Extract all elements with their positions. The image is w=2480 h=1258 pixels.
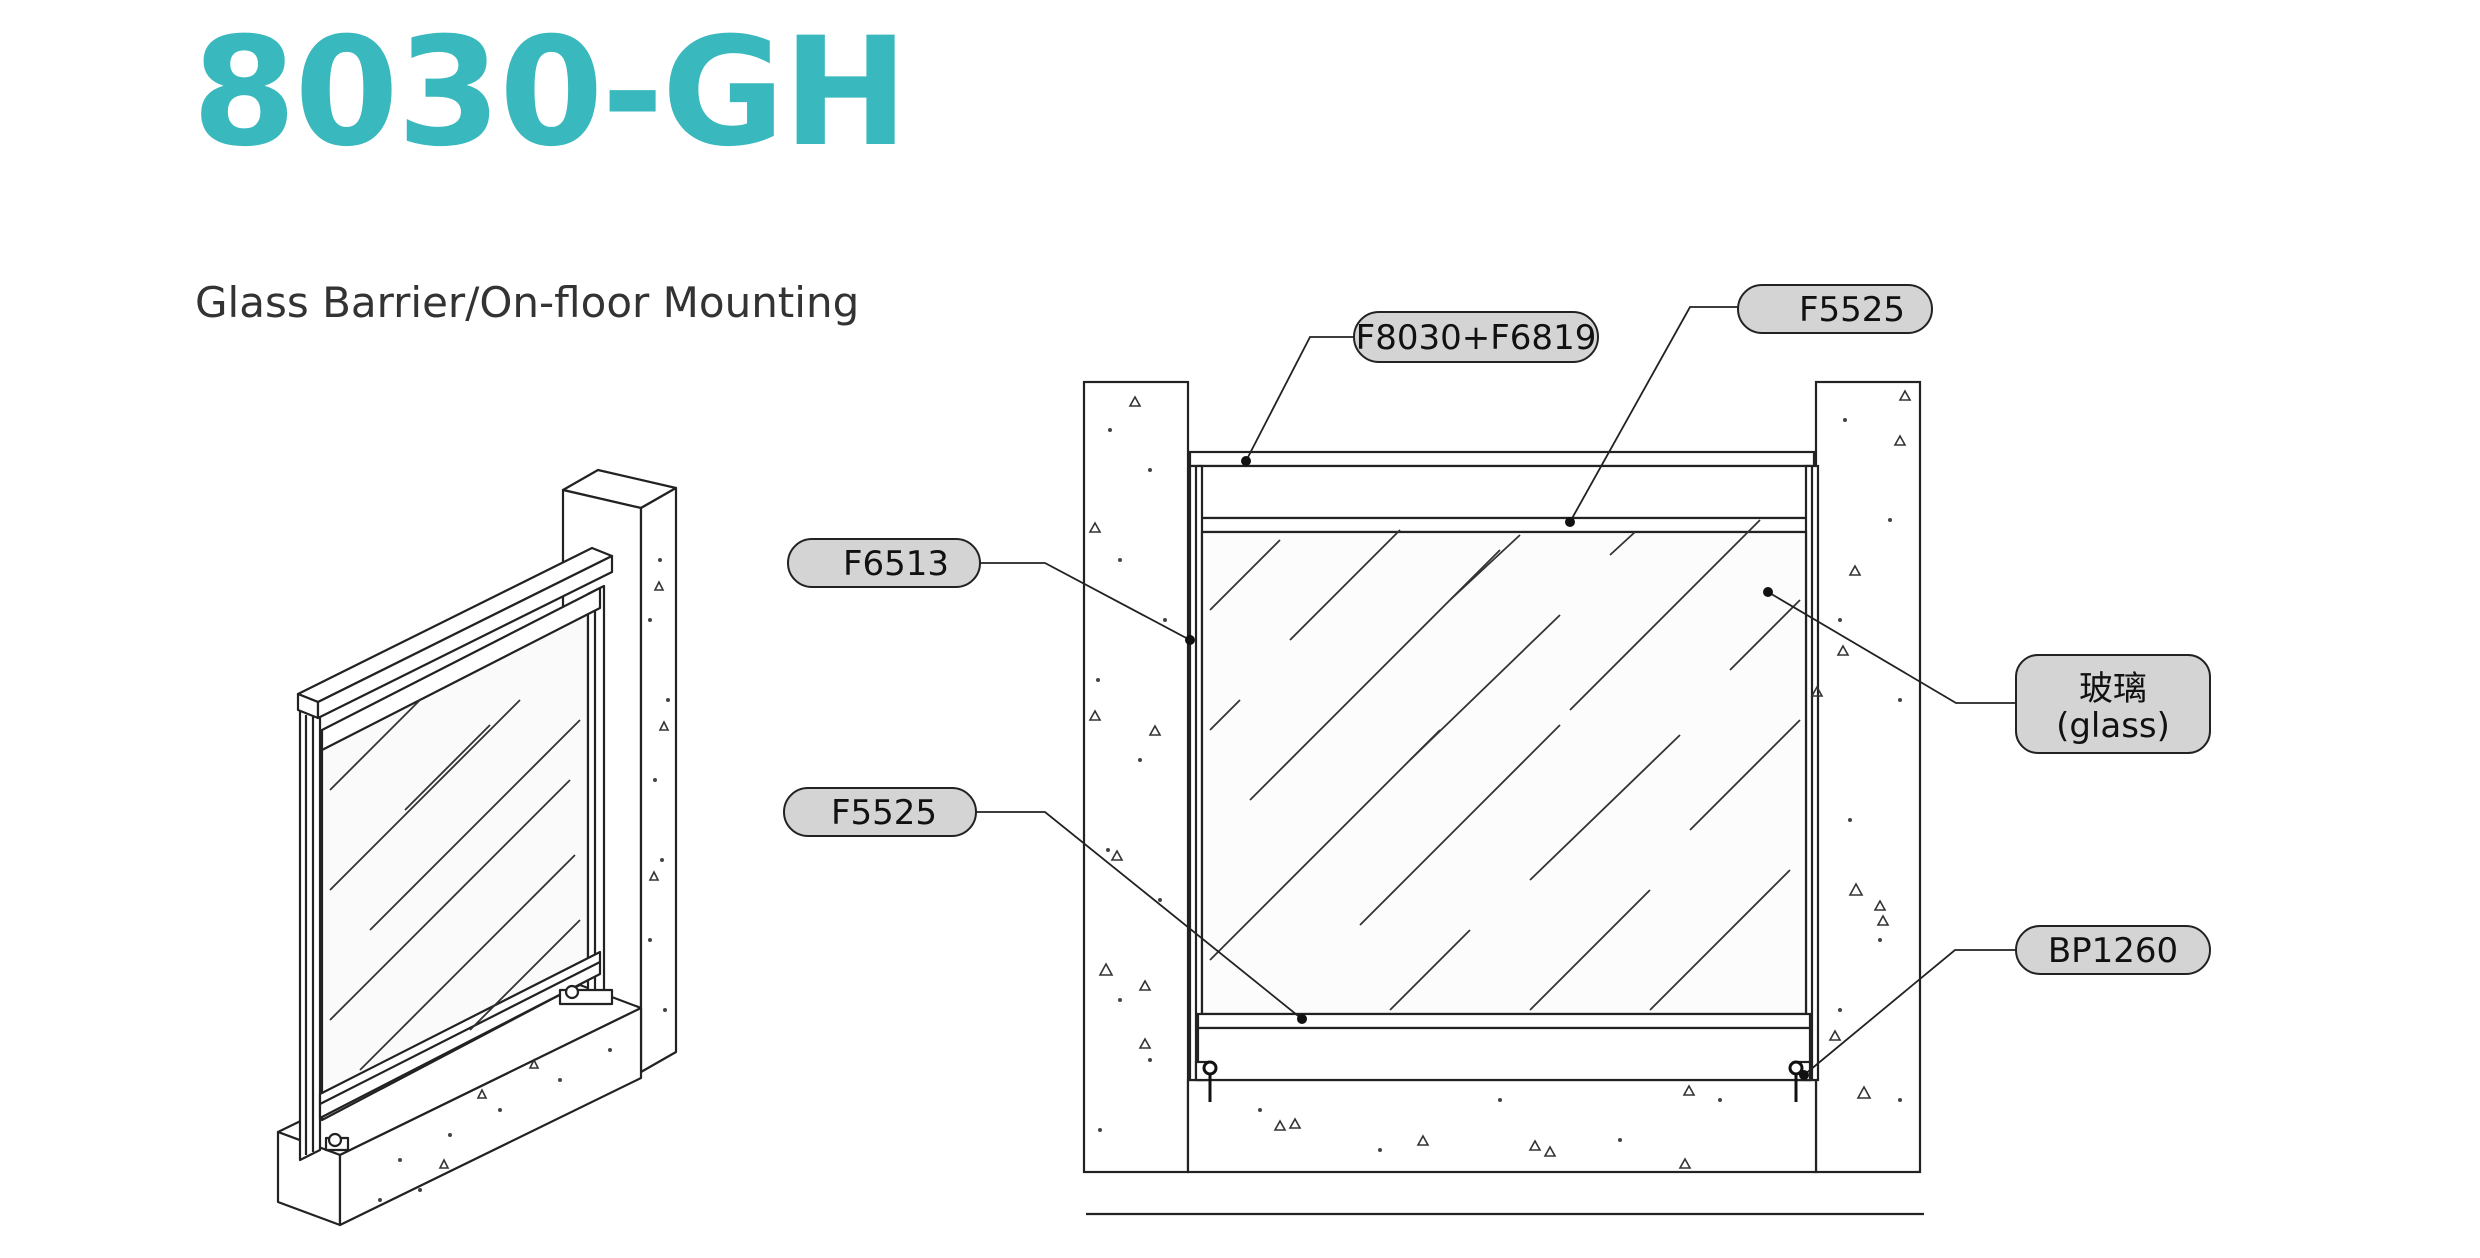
top-channel (1196, 464, 1812, 520)
product-subtitle: Glass Barrier/On-floor Mounting (195, 278, 860, 327)
right-concrete-pillar (1814, 380, 1922, 1174)
callout-glass-en-label: (glass) (2056, 706, 2170, 746)
callout-left-post: F6513 (787, 538, 981, 588)
glass-reflections (1209, 519, 1801, 1011)
product-model-title: 8030-GH (192, 6, 908, 180)
iso-bottom-channel (318, 950, 602, 1120)
iso-top-channel (320, 586, 602, 752)
leader-lines (976, 306, 2016, 1076)
front-elevation (1082, 380, 1922, 1174)
isometric-view (276, 468, 678, 1227)
iso-concrete-texture (378, 558, 670, 1202)
iso-concrete-triangles (438, 580, 670, 1169)
callout-base-plate: BP1260 (2015, 925, 2211, 975)
top-rail (1188, 450, 1816, 468)
callout-top-channel: F5525 (1737, 284, 1933, 334)
callout-glass-cn-label: 玻璃 (2079, 669, 2147, 709)
concrete-texture-dots (1096, 418, 1902, 1152)
callout-left-post-label: F6513 (843, 544, 949, 584)
glass-panel (1200, 530, 1808, 1016)
iso-wall-side (639, 486, 678, 1074)
callout-base-plate-label: BP1260 (2048, 931, 2178, 971)
iso-floor-side (338, 1006, 643, 1227)
callout-top-rail-label: F8030+F6819 (1356, 318, 1597, 358)
callout-top-rail: F8030+F6819 (1353, 311, 1599, 363)
iso-post-left (298, 700, 322, 1162)
callout-bottom-channel-label: F5525 (831, 793, 937, 833)
left-concrete-pillar (1082, 380, 1190, 1174)
callout-top-channel-label: F5525 (1799, 290, 1905, 330)
callout-glass: 玻璃 (glass) (2015, 654, 2211, 754)
leader-dots (1185, 456, 1809, 1080)
iso-top-rail-side (316, 554, 614, 720)
iso-glass-reflections (329, 699, 581, 1071)
concrete-texture-triangles (1088, 389, 1912, 1169)
callout-bottom-channel: F5525 (783, 787, 977, 837)
anchor-bolts (1202, 1060, 1804, 1102)
bottom-channel (1196, 1012, 1812, 1030)
